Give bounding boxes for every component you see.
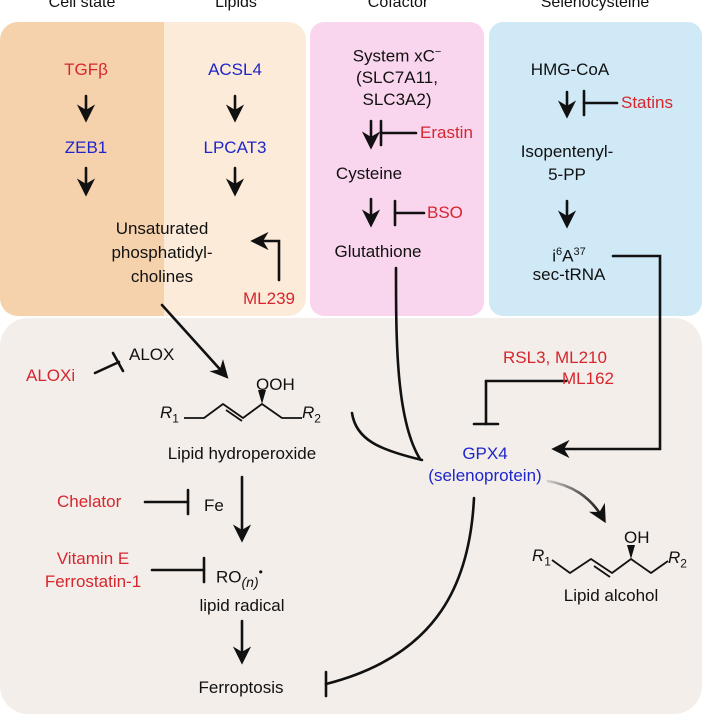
statins-label: Statins [621, 93, 673, 112]
ml162-label: ML162 [562, 369, 614, 388]
hmgcoa-label: HMG-CoA [530, 60, 610, 79]
alcohol-structure [551, 558, 669, 574]
lipid-radical-label: lipid radical [199, 596, 285, 615]
hydroperoxide-structure [184, 403, 302, 419]
sec-trna-label: sec-tRNA [532, 265, 606, 284]
arrow-sectrna-gpx4 [551, 254, 662, 459]
isopentenyl-pp-label: 5-PP [548, 165, 586, 184]
arrow-pc-hydroperoxide [160, 303, 229, 379]
slc3a2-label: SLC3A2) [362, 90, 432, 109]
r1-alcohol-label: R1 [532, 546, 551, 569]
r1-label: R1 [160, 403, 179, 426]
chelator-label: Chelator [57, 492, 122, 511]
header-cell-state: Cell state [48, 0, 116, 11]
header-lipids: Lipids [215, 0, 257, 11]
fe-label: Fe [204, 496, 224, 515]
alox-label: ALOX [129, 345, 175, 364]
inhibit-gpx4-ferroptosis [324, 496, 476, 686]
unsaturated-pc-line3: cholines [130, 267, 194, 286]
ferrostatin-label: Ferrostatin-1 [44, 572, 142, 591]
oh-label: OH [624, 528, 650, 547]
curve-hydroperoxide-gpx4 [350, 411, 424, 462]
arrow-ml239 [250, 231, 281, 282]
i6a37-label: i6A37 [552, 246, 586, 266]
lipid-hydroperoxide-label: Lipid hydroperoxide [167, 444, 317, 463]
lipid-alcohol-label: Lipid alcohol [563, 586, 659, 605]
acsl4-label: ACSL4 [208, 60, 262, 79]
selenoprotein-label: (selenoprotein) [428, 466, 542, 485]
unsaturated-pc-line1: Unsaturated [115, 219, 209, 238]
inhibit-aloxi [93, 360, 121, 375]
cell-state-panel [0, 22, 164, 316]
vitamin-e-label: Vitamin E [56, 549, 130, 568]
bso-label: BSO [427, 203, 463, 222]
system-xc-label: System xC− [352, 46, 442, 66]
cysteine-label: Cysteine [335, 164, 403, 183]
selenocysteine-panel [489, 22, 702, 316]
aloxi-label: ALOXi [26, 366, 76, 385]
unsaturated-pc-line2: phosphatidyl- [111, 243, 213, 262]
arrow-gpx4-alcohol [546, 479, 606, 524]
slc7a11-label: (SLC7A11, [356, 68, 438, 87]
arrow-gsh-gpx4 [394, 266, 422, 461]
glutathione-label: Glutathione [334, 242, 422, 261]
zeb1-label: ZEB1 [64, 138, 108, 157]
tgfb-label: TGFβ [64, 60, 108, 79]
ooh-label: OOH [256, 375, 295, 394]
r2-label: R2 [302, 403, 321, 426]
header-selenocysteine: Selenocysteine [540, 0, 650, 11]
erastin-label: Erastin [420, 123, 473, 142]
lpcat3-label: LPCAT3 [203, 138, 267, 157]
isopentenyl-label: Isopentenyl- [520, 142, 614, 161]
rsl3-ml210-label: RSL3, ML210 [503, 348, 607, 367]
cofactor-panel [310, 22, 484, 316]
bottom-panel [0, 318, 702, 714]
header-cofactor: Cofactor [367, 0, 429, 11]
r2-alcohol-label: R2 [668, 548, 687, 571]
ml239-label: ML239 [243, 289, 295, 308]
gpx4-label: GPX4 [462, 444, 508, 463]
ro-radical-label: RO(n)• [216, 565, 263, 591]
ferroptosis-label: Ferroptosis [198, 678, 284, 697]
